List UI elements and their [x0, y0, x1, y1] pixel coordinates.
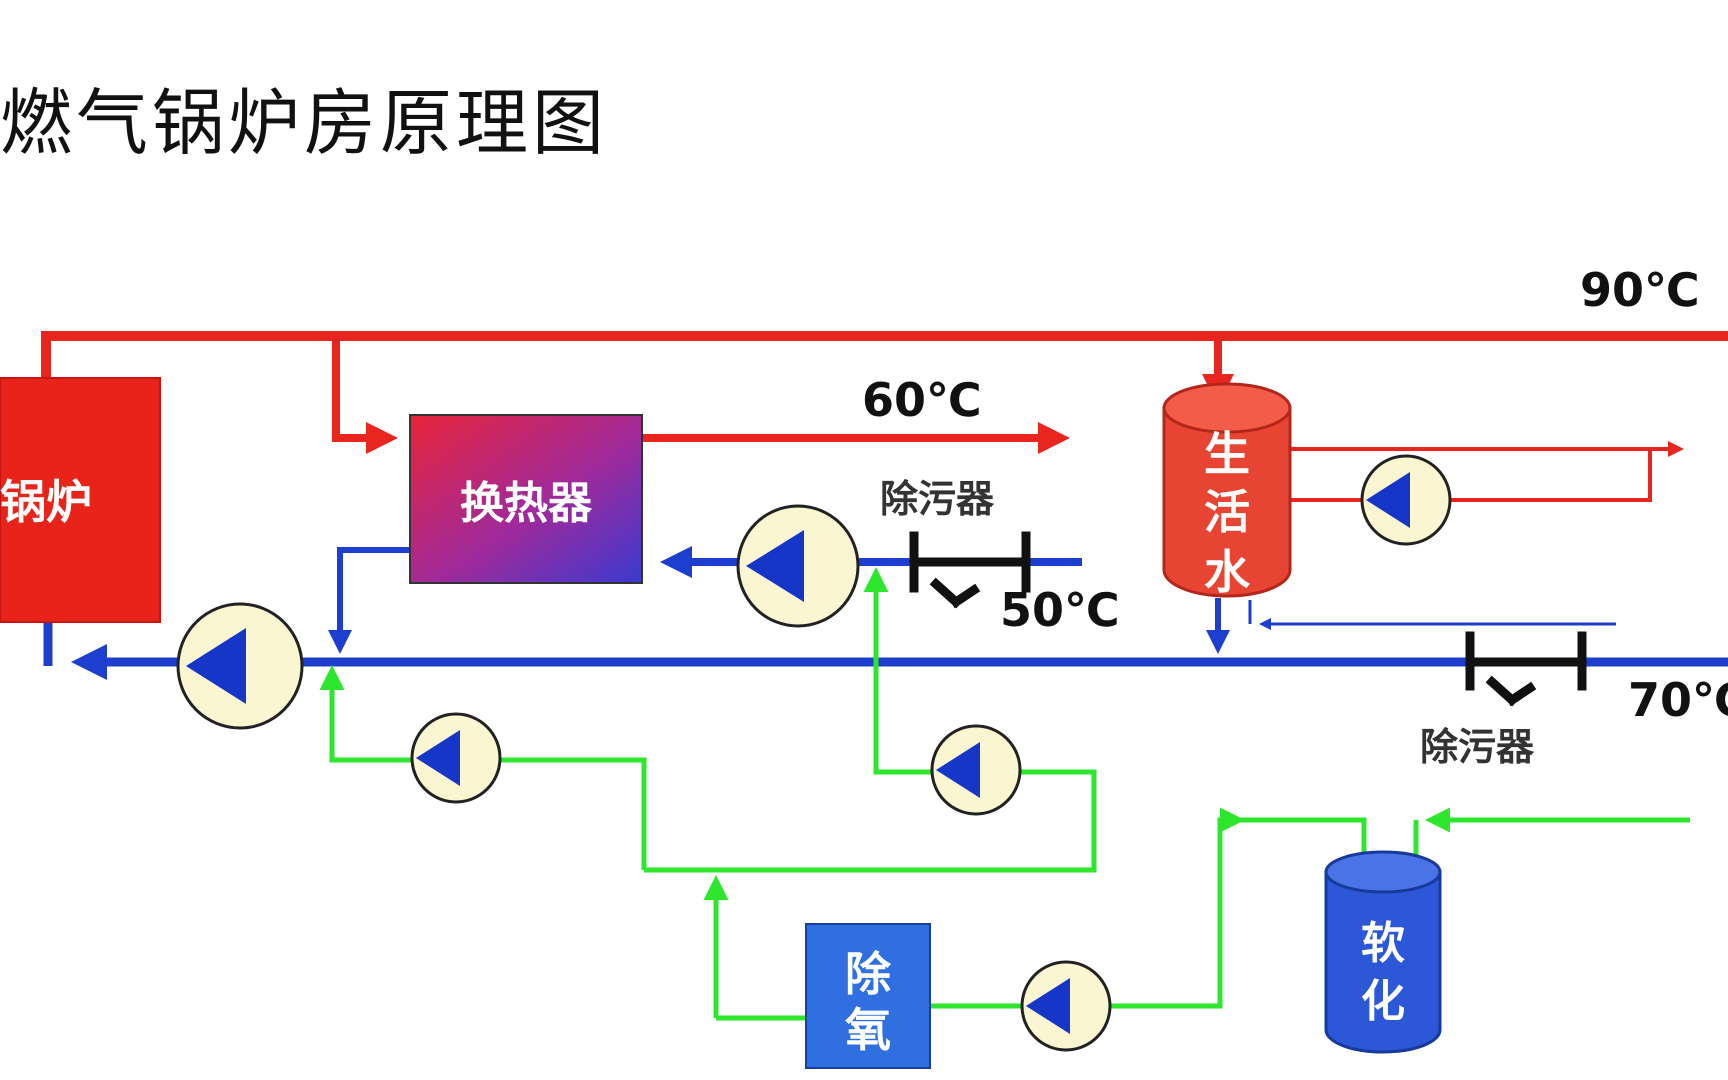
- circulation-pump-icon: [1366, 472, 1410, 528]
- heat-exchanger-label: 换热器: [460, 478, 593, 529]
- makeup-boiler-pump[interactable]: [410, 712, 502, 804]
- circulation-pump-icon: [936, 742, 980, 798]
- dhw-recirc-pump[interactable]: [1360, 454, 1452, 546]
- deaerator-feed-pump[interactable]: [1020, 960, 1112, 1052]
- hx-return-pump[interactable]: [736, 504, 860, 628]
- tank-label-char-3: 水: [1204, 545, 1251, 599]
- main-return-pump[interactable]: [176, 602, 304, 730]
- circulation-pump-icon: [186, 628, 246, 704]
- circulation-pump-icon: [746, 530, 804, 602]
- supply-header-pipe: [41, 331, 1728, 378]
- domestic-water-tank[interactable]: 生 活 水: [1162, 382, 1292, 599]
- temp-label-60: 60℃: [862, 373, 982, 427]
- tank-label-char-1: 生: [1204, 427, 1250, 481]
- softener[interactable]: 软 化: [1324, 850, 1442, 1054]
- boiler-label: 锅炉: [0, 475, 92, 529]
- temp-label-70: 70℃: [1628, 673, 1728, 727]
- dhw-recirc-pipe: [1286, 449, 1652, 502]
- page-title: 燃气锅炉房原理图: [0, 81, 608, 165]
- makeup-hx-pump[interactable]: [930, 724, 1022, 816]
- circulation-pump-icon: [416, 730, 460, 786]
- tank-label-char-2: 活: [1204, 485, 1250, 539]
- temp-label-90: 90℃: [1580, 263, 1700, 317]
- strainer-label-2: 除污器: [1420, 725, 1535, 769]
- strainer-main-return[interactable]: [1465, 631, 1587, 707]
- temp-label-50: 50℃: [1000, 583, 1120, 637]
- heat-exchanger[interactable]: 换热器: [409, 414, 643, 584]
- circulation-pump-icon: [1026, 978, 1070, 1034]
- strainer-hx-return[interactable]: [909, 531, 1031, 609]
- softener-label-char-1: 软: [1361, 918, 1405, 969]
- softener-label-char-2: 化: [1361, 976, 1405, 1027]
- makeup-hx-branch-pipe: [644, 567, 1097, 873]
- strainer-label-1: 除污器: [880, 477, 995, 521]
- deaerator-label-char-2: 氧: [845, 1003, 891, 1057]
- strainer-valve-icon: [909, 531, 1031, 609]
- hx-return-drop-pipe: [328, 547, 410, 654]
- strainer-valve-icon: [1465, 631, 1587, 707]
- deaerator-label-char-1: 除: [845, 947, 892, 1001]
- boiler[interactable]: 锅炉: [0, 377, 161, 623]
- hx-supply-branch-pipe: [332, 336, 398, 454]
- deaerator[interactable]: 除 氧: [805, 923, 931, 1069]
